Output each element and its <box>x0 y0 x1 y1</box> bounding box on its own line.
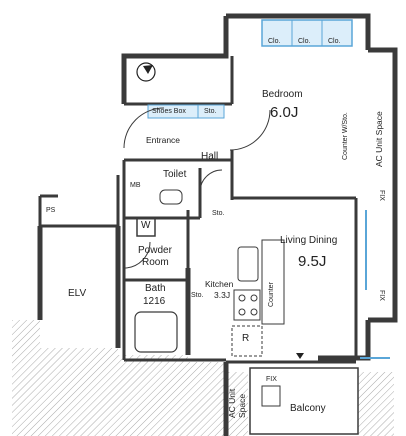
storage-label-kitchen: Sto. <box>191 292 204 299</box>
living-dining-size: 9.5J <box>298 253 327 270</box>
windows <box>360 210 390 359</box>
bedroom-closet <box>261 19 353 47</box>
balcony-hatch-right <box>358 372 394 436</box>
pipe-space-label-left: PS <box>46 207 56 214</box>
balcony-label: Balcony <box>290 403 326 414</box>
closet-label-1: Clo. <box>268 38 281 45</box>
bath-size: 1216 <box>143 296 166 307</box>
common-area-hatch <box>12 320 226 436</box>
storage-label-hall: Sto. <box>212 210 225 217</box>
powder-room-label-2: Room <box>142 257 169 268</box>
ac-unit-space-bottom-label-2: Space <box>237 393 247 418</box>
ac-unit-space-right-label: AC Unit Space <box>374 111 384 167</box>
toilet-fixture <box>159 189 183 205</box>
toilet-label: Toilet <box>163 169 187 180</box>
kitchen-sink <box>237 246 259 282</box>
meter-box-label: MB <box>130 182 141 189</box>
counter <box>261 239 285 325</box>
fix-window-label-upper: FIX <box>378 190 385 201</box>
ac-space-hatch <box>226 372 248 436</box>
bedroom-label: Bedroom <box>262 89 303 100</box>
counter-label: Counter <box>268 282 275 307</box>
shoes-box-label: Shoes Box <box>152 108 186 115</box>
entrance-label: Entrance <box>146 135 181 145</box>
fix-window-label-lower: FIX <box>378 290 385 301</box>
washer-label: W <box>141 220 151 231</box>
elv-label: ELV <box>68 288 87 299</box>
exterior-walls <box>37 13 398 436</box>
powder-room-label-1: Powder <box>138 245 172 256</box>
bathtub <box>134 311 178 353</box>
balcony-outline <box>249 367 359 435</box>
arrow-marker-icon <box>296 353 304 359</box>
fix-window-label-balcony: FIX <box>266 376 277 383</box>
living-dining-label: Living Dining <box>280 235 338 246</box>
storage-label-entry: Sto. <box>204 108 217 115</box>
kitchen-label: Kitchen <box>205 279 234 289</box>
balcony-hatch-box <box>261 385 281 407</box>
counter-wsto-label: Counter W/Sto. <box>342 112 349 160</box>
closet-label-3: Clo. <box>328 38 341 45</box>
doors <box>123 107 271 269</box>
hall-label: Hall <box>201 151 219 162</box>
ac-unit-space-bottom-label-1: AC Unit <box>227 388 237 418</box>
interior-walls <box>38 56 358 364</box>
bedroom-size: 6.0J <box>270 104 299 121</box>
refrigerator-space <box>231 325 263 357</box>
refrigerator-label: R <box>242 333 250 344</box>
bath-label: Bath <box>145 283 166 294</box>
north-arrow-icon <box>136 62 156 82</box>
sink-powder <box>136 217 156 237</box>
kitchen-size: 3.3J <box>214 290 231 300</box>
closet-label-2: Clo. <box>298 38 311 45</box>
stove <box>233 289 261 321</box>
